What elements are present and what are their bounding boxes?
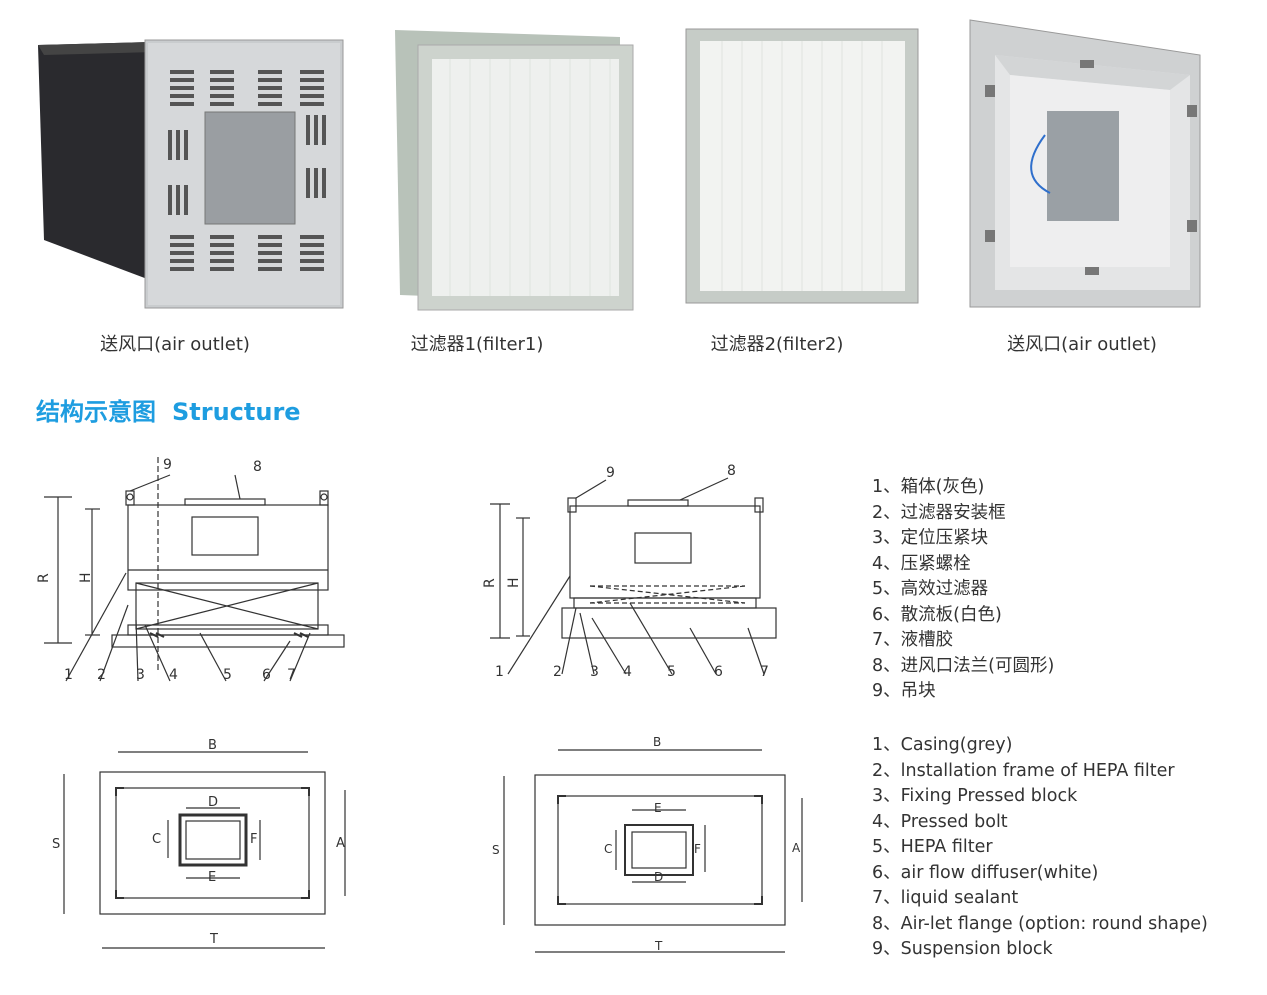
part-number-8b: 8 (727, 463, 736, 479)
part-en-1: 1、Casing(grey) (872, 735, 1013, 755)
dim-e-label: E (208, 870, 216, 885)
top-view-diagram-2: B T S A E D C F (492, 735, 803, 953)
dim-r-label: R (36, 573, 52, 583)
part-cn-6: 6、散流板(白色) (872, 604, 1002, 625)
part-number-5: 5 (223, 667, 232, 683)
part-number-2: 2 (97, 667, 106, 683)
part-number-7: 7 (287, 667, 296, 683)
part-cn-3: 3、定位压紧块 (872, 528, 989, 548)
part-en-9: 9、Suspension block (872, 939, 1053, 959)
section-title-en: Structure (172, 398, 301, 426)
air-outlet-photo-1 (38, 39, 344, 309)
part-number-1b: 1 (495, 664, 504, 680)
dim-s-label: S (52, 837, 60, 852)
dim-d-label-2: D (654, 870, 663, 884)
dim-a-label-2: A (792, 841, 801, 855)
parts-list-cn: 1、箱体(灰色) 2、过滤器安装框 3、定位压紧块 4、压紧螺栓 5、高效过滤器… (872, 475, 1054, 705)
part-number-9b: 9 (606, 465, 615, 481)
section-title-cn: 结构示意图 (36, 398, 156, 426)
dim-b-label-2: B (653, 735, 661, 749)
part-number-7b: 7 (760, 664, 769, 680)
section-heading: 结构示意图 Structure (36, 392, 301, 427)
dim-t-label: T (209, 932, 218, 947)
part-en-4: 4、Pressed bolt (872, 811, 1008, 832)
part-en-3: 3、Fixing Pressed block (872, 786, 1078, 806)
part-number-2b: 2 (553, 664, 562, 680)
part-cn-2: 2、过滤器安装框 (872, 502, 1006, 523)
part-en-6: 6、air flow diffuser(white) (872, 862, 1099, 883)
air-outlet-photo-2 (969, 19, 1201, 308)
dim-t-label-2: T (654, 939, 663, 953)
part-cn-8: 8、进风口法兰(可圆形) (872, 655, 1055, 676)
dim-f-label: F (250, 832, 257, 847)
part-en-2: 2、lnstallation frame of HEPA filter (872, 760, 1175, 781)
part-number-4: 4 (169, 667, 178, 683)
dim-h-label-2: H (506, 577, 522, 588)
photo-caption-3: 过滤器2(filter2) (710, 334, 844, 355)
part-cn-7: 7、液槽胶 (872, 630, 954, 650)
part-number-6: 6 (262, 667, 271, 683)
part-number-1: 1 (64, 667, 73, 683)
dim-f-label-2: F (694, 842, 701, 856)
part-cn-5: 5、高效过滤器 (872, 579, 989, 599)
part-number-9: 9 (163, 457, 172, 473)
top-view-diagram-1: B T S A D E C F (52, 738, 346, 949)
dim-e-label-2: E (654, 801, 662, 815)
part-number-5b: 5 (667, 664, 676, 680)
part-number-3b: 3 (590, 664, 599, 680)
dim-a-label: A (336, 836, 345, 851)
part-number-3: 3 (136, 667, 145, 683)
dim-s-label-2: S (492, 843, 500, 857)
filter-1-photo (395, 30, 634, 311)
part-en-7: 7、liquid sealant (872, 888, 1019, 908)
part-en-8: 8、Air-let flange (option: round shape) (872, 913, 1208, 934)
part-cn-4: 4、压紧螺栓 (872, 553, 971, 574)
parts-list-en: 1、Casing(grey) 2、lnstallation frame of H… (872, 733, 1208, 963)
filter-2-photo (685, 28, 919, 304)
side-view-diagram-2: R H 1 2 3 4 5 6 7 8 9 (482, 463, 777, 680)
part-number-4b: 4 (623, 664, 632, 680)
part-cn-1: 1、箱体(灰色) (872, 477, 985, 497)
dim-b-label: B (208, 738, 217, 753)
part-number-8: 8 (253, 459, 262, 475)
part-number-6b: 6 (714, 664, 723, 680)
photo-caption-1: 送风口(air outlet) (100, 334, 250, 355)
dim-h-label: H (78, 572, 94, 583)
part-cn-9: 9、吊块 (872, 681, 936, 701)
part-en-5: 5、HEPA filter (872, 837, 993, 857)
side-view-diagram-1: R H 1 2 3 4 5 6 7 8 9 (36, 457, 345, 683)
dim-d-label: D (208, 795, 218, 810)
photo-caption-2: 过滤器1(filter1) (410, 334, 544, 355)
photo-caption-4: 送风口(air outlet) (1007, 334, 1157, 355)
dim-r-label-2: R (482, 578, 498, 588)
dim-c-label-2: C (604, 842, 612, 856)
dim-c-label: C (152, 832, 161, 847)
